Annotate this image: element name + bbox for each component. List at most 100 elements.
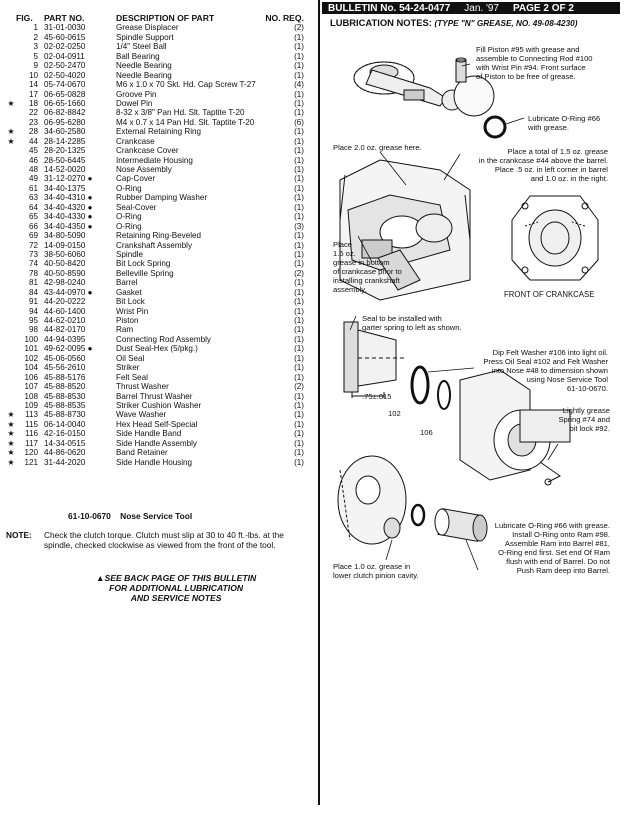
row-qty: (1) (294, 249, 304, 259)
row-desc: O-Ring (116, 212, 142, 222)
note-line: assembly. (333, 285, 367, 294)
row-part: 06-14-0040 (44, 419, 86, 429)
row-desc: Wave Washer (116, 410, 167, 420)
note-line: Seal to be installed with (362, 314, 442, 323)
see-back-notice: ▲SEE BACK PAGE OF THIS BULLETIN FOR ADDI… (96, 573, 256, 604)
row-qty: (1) (294, 89, 304, 99)
row-desc: Spindle (116, 249, 144, 259)
row-desc: Crankcase Cover (116, 146, 179, 156)
header-desc: DESCRIPTION OF PART (116, 14, 215, 23)
row-qty: (1) (294, 438, 304, 448)
row-qty: (1) (294, 363, 304, 373)
row-qty: (1) (294, 325, 304, 335)
row-desc: Side Handle Assembly (116, 438, 197, 448)
parts-list: FIG. PART NO. DESCRIPTION OF PART NO. RE… (6, 13, 312, 467)
note-line: O-Ring end first. Set end Of Ram (498, 548, 610, 557)
note-lube-oring-bottom: Lubricate O-Ring #66 with grease. Instal… (452, 521, 610, 575)
note-line: into Nose #48 to dimension shown (491, 366, 608, 375)
service-tool-desc: Nose Service Tool (120, 511, 193, 521)
row-qty: (1) (294, 165, 304, 175)
row-fig: 63 (28, 193, 38, 203)
row-desc: 1/4" Steel Ball (116, 42, 167, 52)
row-part: 06-65-1660 (44, 98, 86, 108)
row-qty: (1) (294, 287, 304, 297)
row-star: ★ (7, 457, 15, 467)
row-qty: (1) (294, 448, 304, 458)
row-fig: 2 (33, 32, 38, 42)
row-desc: Intermediate Housing (116, 155, 193, 165)
row-part: 44-62-0210 (44, 316, 86, 326)
row-part: 31-01-0030 (44, 23, 86, 33)
note-line: Push Ram deep into Barrel. (516, 566, 610, 575)
note-line: Place 1.0 oz. grease in (333, 562, 411, 571)
header-fig: FIG. (16, 13, 33, 23)
felt-washer-106-drawing (437, 380, 451, 410)
row-fig: 109 (24, 400, 38, 410)
row-part: 14-52-0020 (44, 165, 86, 175)
note-line: Place (333, 240, 352, 249)
note-line: with grease. (528, 123, 569, 132)
row-desc: Needle Bearing (116, 70, 172, 80)
nose-section-drawing (343, 321, 404, 398)
row-part: 42-16-0150 (44, 429, 86, 439)
note-dip-felt: Dip Felt Washer #106 into light oil. Pre… (458, 348, 608, 393)
row-desc: Crankcase (116, 136, 155, 146)
note-label: NOTE: (6, 530, 32, 540)
row-part: 34-40-4350 ● (44, 221, 93, 231)
row-fig: 117 (25, 438, 38, 448)
row-part: 44-86-0620 (44, 448, 86, 458)
row-qty: (1) (294, 51, 304, 61)
row-fig: 113 (25, 410, 38, 420)
note-line: 1.5 oz. (333, 249, 356, 258)
row-qty: (2) (294, 268, 304, 278)
row-part: 45-88-5176 (44, 372, 86, 382)
row-desc: Barrel Thrust Washer (116, 391, 193, 401)
row-desc: O-Ring (116, 221, 142, 231)
header-qty: NO. REQ. (265, 13, 304, 23)
lubrication-subtitle: (TYPE "N" GREASE, NO. 49-08-4230) (434, 19, 578, 28)
note-line: of crankcase prior to (333, 267, 402, 276)
note-line: Place .5 oz. in left corner in barrel (494, 165, 608, 174)
note-line: of Piston to be free of grease. (476, 72, 576, 81)
row-qty: (1) (294, 259, 304, 269)
leader-lines (349, 63, 559, 571)
row-fig: 73 (28, 249, 38, 259)
crankcase-assembly-drawing (339, 159, 471, 301)
row-fig: 49 (28, 174, 38, 184)
row-part: 06-82-8842 (44, 108, 86, 118)
row-part: 45-88-8530 (44, 391, 86, 401)
row-qty: (1) (294, 334, 304, 344)
row-qty: (1) (294, 306, 304, 316)
row-desc: Thrust Washer (116, 382, 169, 392)
row-fig: 17 (28, 89, 38, 99)
intermediate-housing-drawing (459, 369, 571, 486)
note-grease-spring: Lightly grease Spring #74 and bit lock #… (556, 406, 610, 433)
row-fig: 1 (33, 23, 38, 33)
row-fig: 69 (28, 231, 38, 241)
row-part: 44-60-1400 (44, 306, 86, 316)
row-fig: 18 (28, 98, 38, 108)
ram-barrel-drawing (410, 503, 488, 542)
note-line: lower clutch pinion cavity. (333, 571, 419, 580)
row-part: 02-04-0911 (44, 51, 85, 61)
row-part: 49-62-0095 ● (44, 344, 93, 354)
row-desc: Grease Displacer (116, 23, 179, 33)
header-part: PART NO. (44, 13, 85, 23)
row-qty: (1) (294, 240, 304, 250)
note-total-15: Place a total of 1.5 oz. grease in the c… (460, 147, 608, 183)
note-line: using Nose Service Tool (526, 375, 608, 384)
row-qty: (1) (294, 316, 304, 326)
row-part: 43-44-0970 ● (44, 287, 93, 297)
